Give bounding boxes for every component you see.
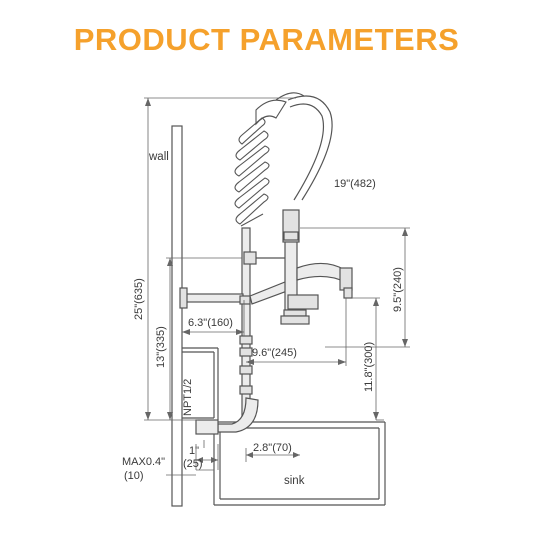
faucet-body: [179, 209, 353, 435]
inlet-length-label: 1": [189, 445, 199, 457]
max-wall-mm-label: (10): [124, 470, 144, 482]
total-height-label: 25"(635): [133, 278, 145, 320]
sink-label: sink: [284, 475, 305, 487]
dimension-lines: [144, 97, 410, 476]
mount-height-label: 13"(335): [155, 326, 167, 368]
hose: [287, 95, 333, 201]
page-title: PRODUCT PARAMETERS: [73, 22, 460, 57]
npt-thread-label: NPT1/2: [182, 379, 194, 416]
arrowheads: [145, 98, 408, 463]
spring-coil: [234, 92, 305, 227]
wall-label: wall: [148, 151, 169, 163]
inlet-length-mm-label: (25): [183, 458, 203, 470]
sink-basin: [213, 421, 386, 506]
wall-structure: [171, 125, 219, 507]
spout-reach-label: 9.6"(245): [252, 347, 297, 359]
spout-height-label: 11.8"(300): [363, 342, 375, 392]
wall-offset-label: 6.3"(160): [188, 317, 233, 329]
centre-distance-label: 2.8"(70): [253, 442, 292, 454]
max-wall-label: MAX0.4": [122, 456, 165, 468]
hose-length-label: 19"(482): [334, 178, 376, 190]
spout-drop-label: 9.5"(240): [392, 267, 404, 312]
